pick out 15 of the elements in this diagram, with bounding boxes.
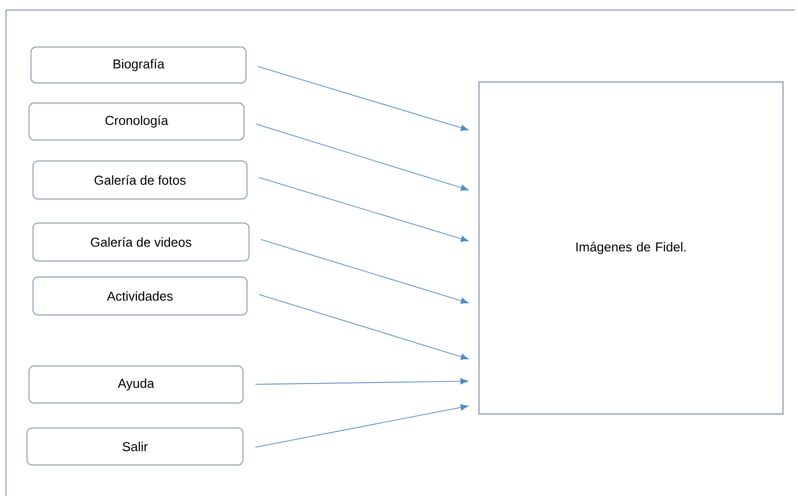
- menu-button: Galería de fotos: [32, 160, 248, 200]
- arrow: [255, 378, 468, 385]
- arrow: [258, 294, 469, 360]
- menu-button: Biografía: [30, 46, 246, 84]
- menu-button: Actividades: [32, 276, 248, 316]
- menu-button: Galería de videos: [32, 222, 250, 262]
- arrow: [258, 66, 469, 131]
- arrow: [256, 124, 469, 191]
- arrow: [260, 239, 469, 304]
- content-box: Imágenes de Fidel.: [478, 81, 784, 415]
- arrow: [254, 404, 468, 448]
- menu-button: Ayuda: [28, 366, 244, 404]
- arrow: [258, 177, 469, 242]
- menu-button: Cronología: [28, 102, 244, 140]
- menu-button: Salir: [26, 428, 244, 466]
